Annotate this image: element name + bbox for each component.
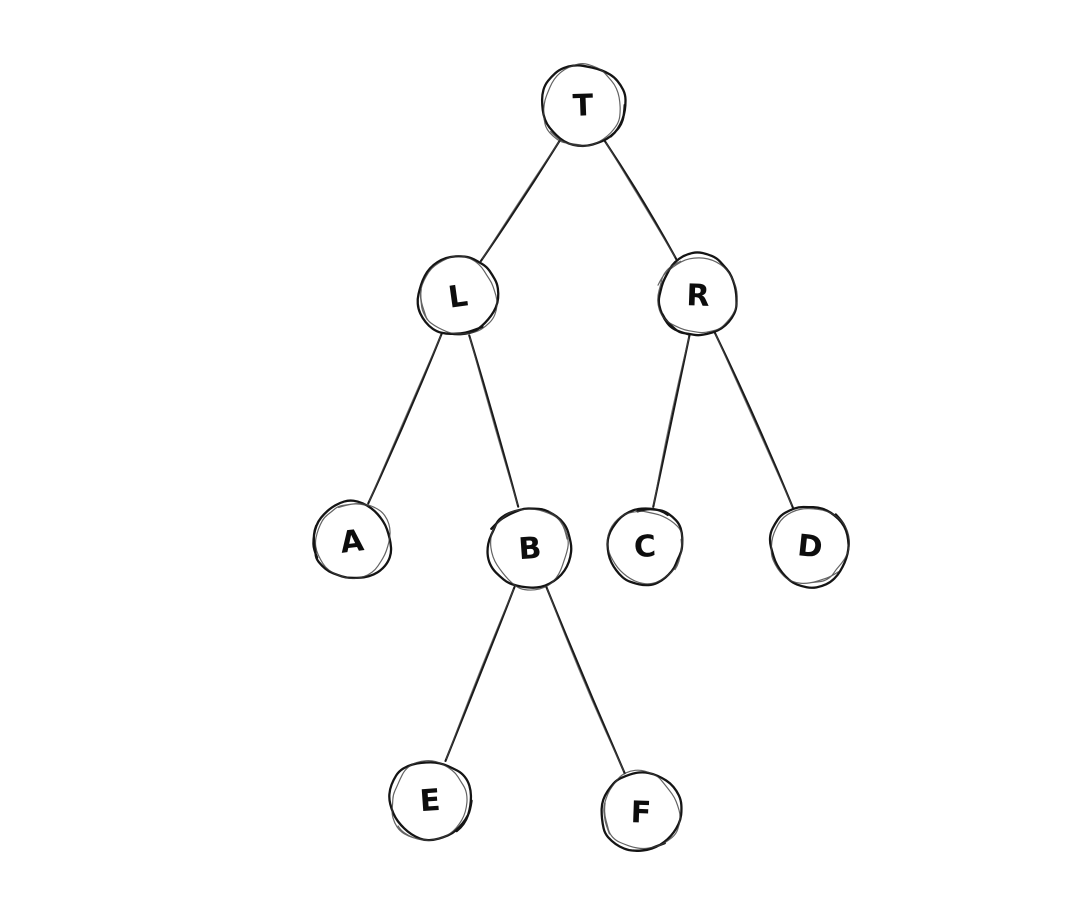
tree-node-a[interactable]: A: [312, 499, 393, 580]
node-circle-ghost-e: [391, 760, 468, 841]
node-circle-ghost-t: [543, 63, 621, 147]
node-label-e: E: [419, 783, 442, 819]
node-circle-ghost-b: [490, 508, 569, 591]
tree-node-e[interactable]: E: [388, 760, 473, 842]
edge-stroke: [713, 331, 794, 509]
edge-stroke-ghost: [605, 142, 676, 258]
node-circle-ghost-r: [657, 257, 738, 334]
edge-stroke: [545, 585, 626, 775]
edge-stroke-ghost: [653, 337, 690, 505]
node-circle-ghost-d: [770, 508, 850, 584]
node-circle-ghost-l: [419, 255, 498, 335]
tree-node-f[interactable]: F: [600, 769, 683, 852]
tree-node-l[interactable]: L: [416, 255, 500, 336]
tree-node-b[interactable]: B: [486, 507, 573, 591]
node-circle-a: [312, 499, 393, 580]
node-circle-ghost-f: [603, 769, 681, 850]
nodes-layer: T L R A B C D E F: [312, 63, 850, 852]
node-circle-d: [768, 505, 850, 589]
tree-edge-b-f: [545, 585, 626, 775]
edge-stroke-ghost: [469, 337, 519, 505]
edges-layer: [367, 139, 794, 775]
tree-edge-t-l: [479, 139, 562, 262]
node-label-r: R: [686, 278, 710, 314]
node-circle-ghost-a: [314, 503, 391, 580]
node-circle-r: [657, 251, 738, 337]
tree-edge-r-d: [713, 331, 794, 509]
tree-node-r[interactable]: R: [657, 251, 738, 337]
tree-node-t[interactable]: T: [540, 63, 627, 148]
node-label-t: T: [572, 88, 594, 124]
tree-edge-r-c: [652, 334, 691, 508]
tree-edge-b-e: [444, 585, 516, 763]
edge-stroke-ghost: [546, 588, 625, 772]
node-circle-f: [600, 771, 683, 852]
node-label-b: B: [517, 531, 542, 568]
tree-node-c[interactable]: C: [606, 507, 684, 587]
edge-stroke-ghost: [368, 335, 442, 502]
node-circle-ghost-c: [606, 510, 684, 585]
tree-node-d[interactable]: D: [768, 505, 850, 589]
tree-edge-t-r: [603, 139, 678, 261]
edge-stroke-ghost: [445, 588, 515, 760]
tree-edge-l-a: [367, 332, 443, 505]
tree-edge-l-b: [468, 334, 520, 508]
node-label-l: L: [446, 278, 470, 315]
node-label-a: A: [338, 523, 366, 561]
edge-stroke: [652, 334, 691, 508]
edge-stroke-ghost: [715, 334, 793, 506]
node-label-f: F: [630, 795, 652, 831]
node-label-c: C: [633, 529, 657, 565]
node-label-d: D: [796, 528, 824, 565]
edge-stroke-ghost: [481, 141, 560, 260]
